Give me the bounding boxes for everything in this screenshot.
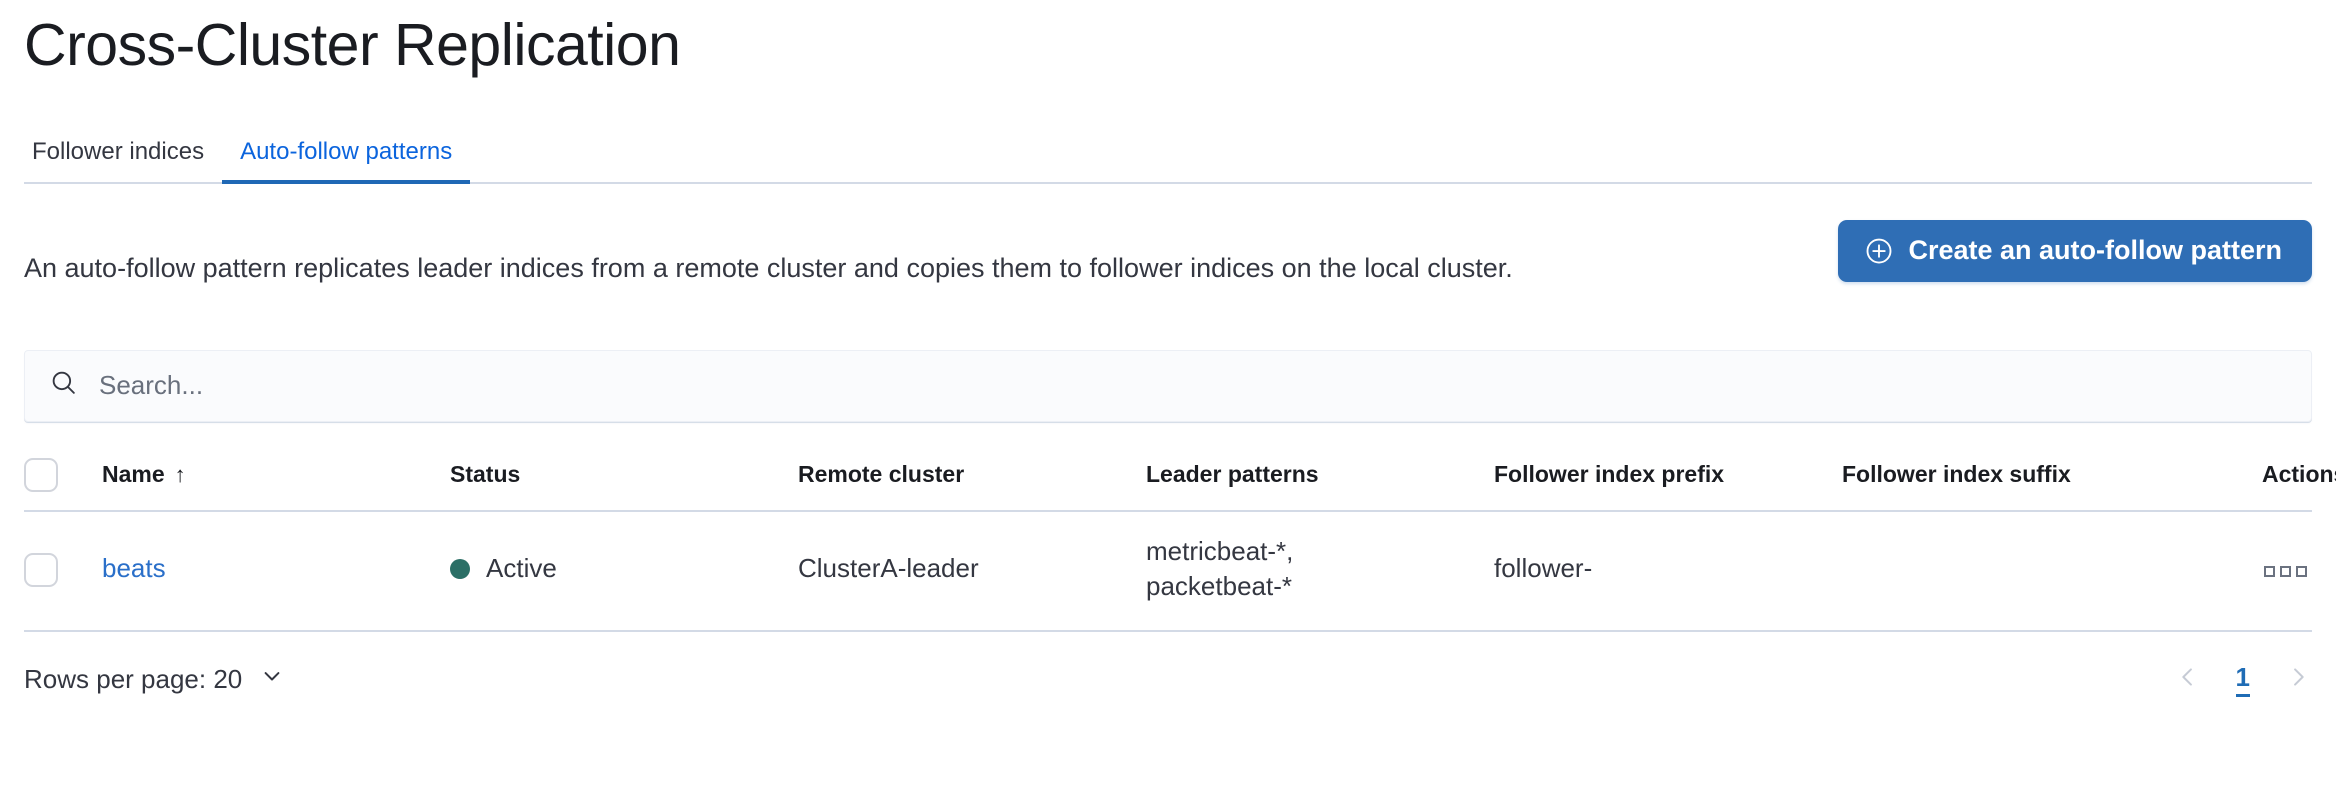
chevron-down-icon: [258, 662, 286, 697]
auto-follow-patterns-table: Name ↑ Status Remote cluster Leader patte…: [24, 443, 2336, 633]
status-dot-icon: [450, 559, 470, 580]
cell-follower-index-prefix: follower-: [1494, 510, 1842, 633]
search-icon: [49, 368, 79, 403]
select-all-checkbox[interactable]: [24, 457, 58, 492]
tab-label: Auto-follow patterns: [240, 137, 453, 165]
select-all-header: [24, 443, 102, 512]
cell-remote-cluster: ClusterA-leader: [798, 510, 1146, 633]
row-checkbox[interactable]: [24, 553, 58, 588]
table-body: beats Active ClusterA-leader metricbeat-…: [24, 510, 2312, 633]
column-label: Name: [102, 461, 165, 488]
column-label: Follower index suffix: [1842, 461, 2071, 488]
rows-per-page-label: Rows per page: 20: [24, 664, 243, 695]
page-description: An auto-follow pattern replicates leader…: [24, 252, 1513, 283]
chevron-left-icon[interactable]: [2174, 663, 2202, 696]
column-header-remote-cluster[interactable]: Remote cluster: [798, 443, 1146, 512]
create-auto-follow-pattern-button[interactable]: Create an auto-follow pattern: [1838, 219, 2312, 282]
column-label: Status: [450, 461, 521, 488]
table-header-row: Name ↑ Status Remote cluster Leader patte…: [24, 443, 2336, 512]
column-label: Follower index prefix: [1494, 461, 1725, 488]
plus-in-circle-icon: [1864, 236, 1894, 266]
search-bar[interactable]: [24, 349, 2312, 422]
cell-name: beats: [102, 510, 450, 633]
cell-status: Active: [450, 510, 798, 633]
table-footer: Rows per page: 20 1: [24, 662, 2312, 697]
column-header-follower-index-prefix[interactable]: Follower index prefix: [1494, 443, 1842, 512]
cell-actions: [2262, 510, 2312, 633]
column-header-actions: Actions: [2262, 443, 2336, 512]
auto-follow-pattern-link[interactable]: beats: [102, 553, 166, 584]
create-button-label: Create an auto-follow pattern: [1908, 234, 2282, 265]
boxes-horizontal-icon[interactable]: [2262, 560, 2309, 583]
column-label: Actions: [2262, 461, 2336, 488]
cell-leader-patterns: metricbeat-*, packetbeat-*: [1146, 510, 1494, 633]
column-header-name[interactable]: Name ↑: [102, 443, 450, 512]
intro-row: An auto-follow pattern replicates leader…: [24, 219, 2312, 316]
arrow-up-icon: ↑: [174, 462, 186, 488]
pagination: 1: [2174, 663, 2312, 697]
tab-label: Follower indices: [32, 137, 205, 165]
page-title: Cross-Cluster Replication: [24, 12, 681, 78]
column-header-status[interactable]: Status: [450, 443, 798, 512]
table-row: beats Active ClusterA-leader metricbeat-…: [24, 510, 2312, 633]
tab-bar: Follower indices Auto-follow patterns: [24, 118, 2312, 184]
cell-follower-index-suffix: [1842, 510, 2262, 633]
chevron-right-icon[interactable]: [2284, 663, 2312, 696]
rows-per-page-selector[interactable]: Rows per page: 20: [24, 662, 286, 697]
search-input[interactable]: [97, 350, 2287, 421]
column-header-leader-patterns[interactable]: Leader patterns: [1146, 443, 1494, 512]
tab-auto-follow-patterns[interactable]: Auto-follow patterns: [222, 137, 471, 184]
row-select-cell: [24, 510, 102, 633]
pagination-page-1[interactable]: 1: [2235, 663, 2250, 697]
column-header-follower-index-suffix[interactable]: Follower index suffix: [1842, 443, 2262, 512]
table-header: Name ↑ Status Remote cluster Leader patte…: [24, 443, 2336, 512]
column-label: Leader patterns: [1146, 461, 1319, 488]
status-label: Active: [486, 553, 557, 584]
column-label: Remote cluster: [798, 461, 965, 488]
tab-follower-indices[interactable]: Follower indices: [24, 137, 222, 184]
